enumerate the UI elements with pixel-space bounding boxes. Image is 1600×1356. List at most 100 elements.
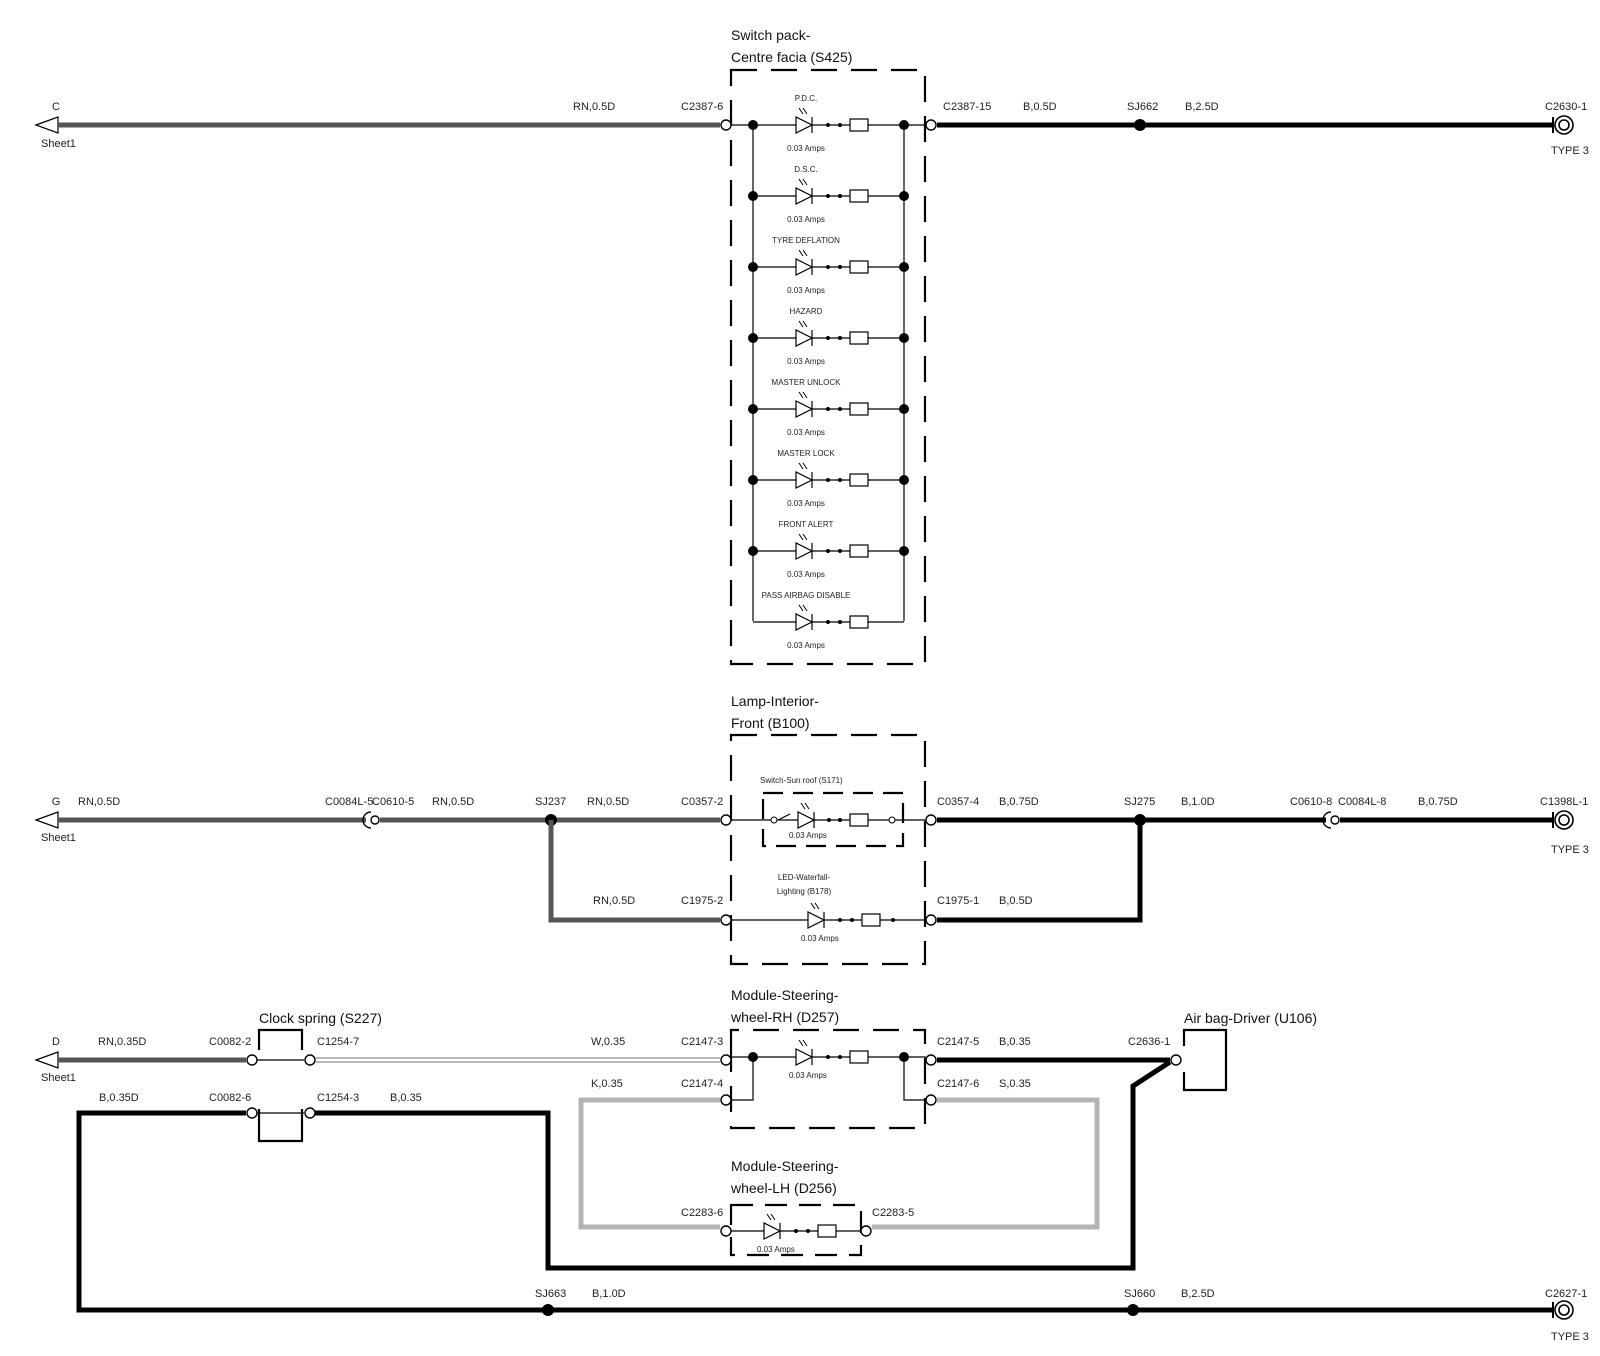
bus-node-right: [899, 333, 909, 343]
sunroof-switch-contact: [777, 813, 791, 821]
clock-spring-top: [257, 1028, 304, 1050]
sunroof-resistor: [849, 813, 869, 827]
connector-label: C2283-6: [681, 1207, 723, 1219]
splice-label: SJ662: [1127, 101, 1158, 113]
led-resistor: [849, 402, 869, 416]
led-amps: 0.03 Amps: [787, 144, 825, 153]
led-row-dot: [826, 123, 830, 127]
led-row-dot: [838, 123, 842, 127]
module-lh-title-1: Module-Steering-: [731, 1158, 839, 1174]
connector-c2147-5-icon: [925, 1054, 937, 1066]
bus-node-left: [748, 404, 758, 414]
lamp-interior-section: Lamp-Interior- Front (B100) Switch-Sun r…: [729, 693, 927, 966]
led-amps: 0.03 Amps: [787, 357, 825, 366]
connector-c1254-3-icon: [304, 1107, 316, 1119]
airbag-box: [1182, 1028, 1228, 1092]
connector-label: C0084L-5: [325, 796, 373, 808]
connector-label: C2147-3: [681, 1036, 723, 1048]
module-rh-title-2: wheel-RH (D257): [730, 1009, 839, 1025]
led-row-dot: [838, 549, 842, 553]
led-icon: [795, 107, 814, 134]
lamp-title-1: Lamp-Interior-: [731, 693, 819, 709]
wire-label: RN,0.5D: [587, 796, 629, 808]
splice-sj663: [542, 1304, 554, 1316]
connector-label: C2147-4: [681, 1078, 723, 1090]
connector-c2636-1-icon: [1170, 1054, 1182, 1066]
led-label: MASTER LOCK: [777, 449, 835, 458]
led-waterfall-title-1: LED-Waterfall-: [778, 873, 830, 882]
module-rh-title-1: Module-Steering-: [731, 987, 839, 1003]
sheet-arrow-g-icon[interactable]: [34, 811, 59, 829]
bus-node-left: [748, 475, 758, 485]
sheet-arrow-c-icon[interactable]: [34, 116, 59, 134]
sheet-label: Sheet1: [41, 138, 76, 150]
amps-label: 0.03 Amps: [757, 1245, 795, 1254]
connector-label: C2147-5: [937, 1036, 979, 1048]
switch-led-row: D.S.C.0.03 Amps: [748, 165, 909, 224]
row2-wiring: G Sheet1 RN,0.5D C0084L-5 C0610-5 RN,0.5…: [34, 796, 1589, 926]
led-icon: [795, 462, 814, 489]
connector-c2147-6-icon: [925, 1094, 937, 1106]
led-row-dot: [838, 478, 842, 482]
wire-b-branch: [937, 820, 1143, 923]
ground-type-label: TYPE 3: [1551, 844, 1589, 856]
led-icon: [795, 533, 814, 560]
wire-label: B,1.0D: [592, 1288, 626, 1300]
led-label: P.D.C.: [795, 94, 818, 103]
led-row-dot: [826, 194, 830, 198]
steering-section: Clock spring (S227) Module-Steering- whe…: [257, 987, 1317, 1257]
wire-label: B,2.5D: [1181, 1288, 1215, 1300]
sheet-label: Sheet1: [41, 1072, 76, 1084]
bus-node-right: [899, 191, 909, 201]
connector-c2387-6-icon: [720, 119, 732, 131]
wire-label: B,1.0D: [1181, 796, 1215, 808]
led-waterfall-title-2: Lighting (B178): [777, 887, 832, 896]
connector-label: C0082-2: [209, 1036, 251, 1048]
wire-label: RN,0.5D: [432, 796, 474, 808]
wire-label: B,0.75D: [999, 796, 1039, 808]
switch-pack-title-2: Centre facia (S425): [731, 49, 852, 65]
connector-label: C0082-6: [209, 1092, 251, 1104]
connector-label: C0357-2: [681, 796, 723, 808]
wire-rn-branch: [548, 820, 720, 923]
connector-label: C2147-6: [937, 1078, 979, 1090]
led-row-dot: [826, 265, 830, 269]
amps-label: 0.03 Amps: [789, 831, 827, 840]
connector-label: C0357-4: [937, 796, 979, 808]
sheet-letter: G: [52, 796, 61, 808]
connector-c1975-2-icon: [720, 914, 732, 926]
connector-c2147-3-icon: [720, 1054, 732, 1066]
connector-c0357-2-icon: [720, 814, 732, 826]
led-row-dot: [838, 336, 842, 340]
switch-pack-section: Switch pack- Centre facia (S425) P.D.C.0…: [729, 27, 927, 666]
ground-c1398l-1-icon: [1552, 810, 1574, 830]
wire-label: B,0.5D: [1023, 101, 1057, 113]
connector-label: C2283-5: [872, 1207, 914, 1219]
led-icon: [795, 249, 814, 276]
switch-led-row: P.D.C. 0.03 Amps: [748, 94, 909, 153]
led-amps: 0.03 Amps: [787, 215, 825, 224]
amps-label: 0.03 Amps: [801, 934, 839, 943]
wire-label: B,0.5D: [999, 895, 1033, 907]
sheet-arrow-d-icon[interactable]: [34, 1051, 59, 1069]
led-row-dot: [838, 265, 842, 269]
wire-label: RN,0.5D: [593, 895, 635, 907]
sunroof-switch-title: Switch-Sun roof (S171): [760, 776, 843, 785]
led-icon: [795, 391, 814, 418]
led-resistor: [849, 331, 869, 345]
led-row-dot: [826, 620, 830, 624]
led-resistor: [849, 544, 869, 558]
wire-label: RN,0.5D: [78, 796, 120, 808]
connector-label: C1975-1: [937, 895, 979, 907]
bus-node-right: [899, 475, 909, 485]
bus-node-left: [748, 546, 758, 556]
connector-label: C2387-15: [943, 101, 991, 113]
connector-label: C1975-2: [681, 895, 723, 907]
bus-node-left: [748, 191, 758, 201]
wire-label: S,0.35: [999, 1078, 1031, 1090]
clock-spring-title: Clock spring (S227): [259, 1010, 382, 1026]
